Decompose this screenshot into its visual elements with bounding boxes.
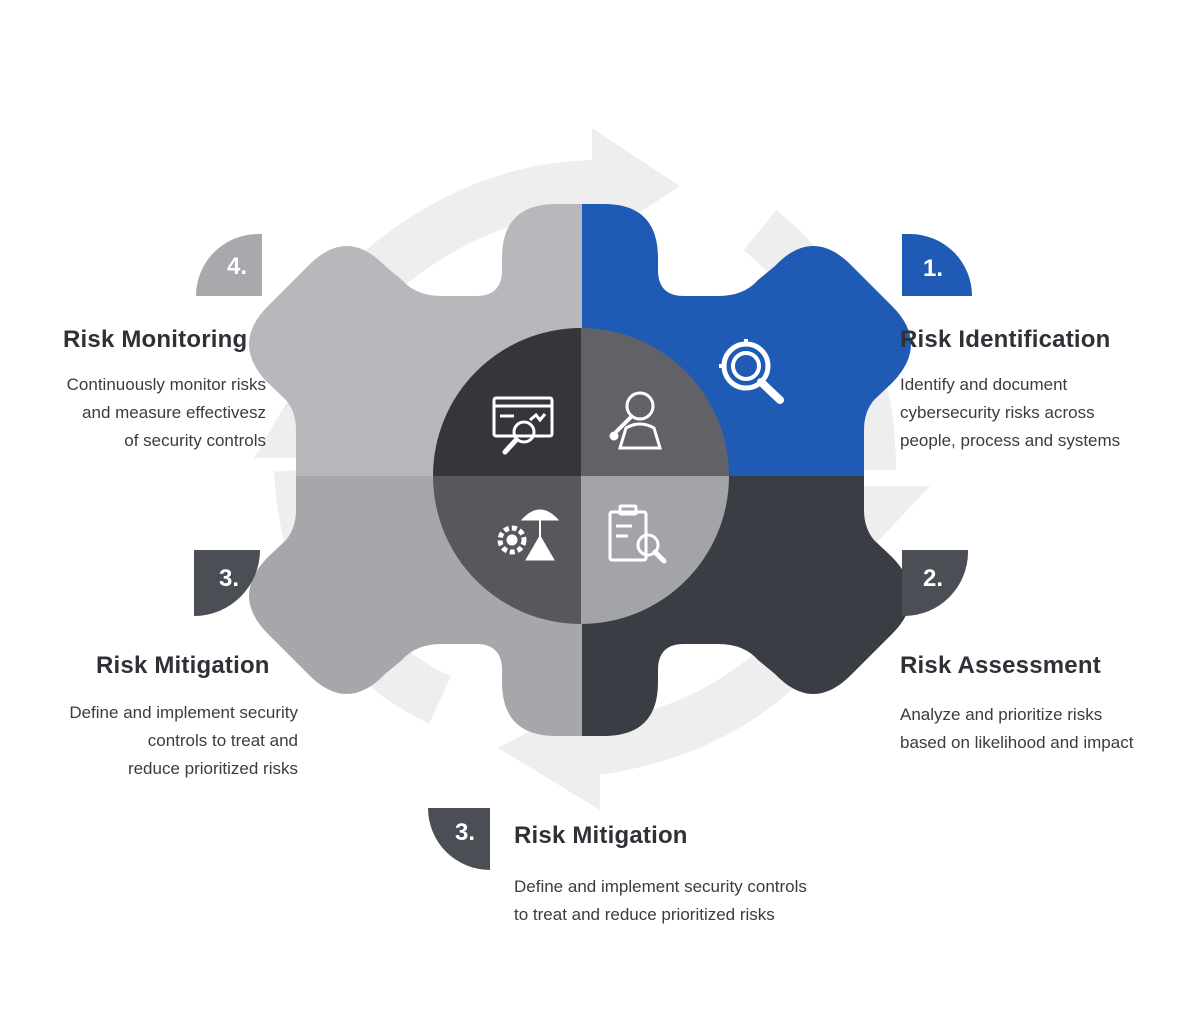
step-title-identification: Risk Identification xyxy=(900,326,1111,353)
step-number: 3. xyxy=(454,819,475,846)
arrow-top xyxy=(342,160,601,310)
desc-line: reduce prioritized risks xyxy=(127,759,298,778)
step-number: 1. xyxy=(922,255,943,282)
step-desc-identification: Identify and document cybersecurity risk… xyxy=(900,371,1120,455)
person-search-icon xyxy=(609,391,663,450)
monitor-search-icon xyxy=(492,396,554,455)
desc-line: people, process and systems xyxy=(900,431,1121,450)
inner-quadrant-top-right xyxy=(581,328,729,476)
step-number: 2. xyxy=(922,565,943,592)
step-title-mitigation-left: Risk Mitigation xyxy=(96,652,270,679)
magnifier-target-icon xyxy=(719,339,784,404)
step-desc-monitoring: Continuously monitor risks and measure e… xyxy=(67,371,266,455)
desc-line: Define and implement security controls xyxy=(514,877,807,896)
step-title-assessment: Risk Assessment xyxy=(900,652,1101,679)
desc-line: controls to treat and xyxy=(147,731,298,750)
step-desc-mitigation-bottom: Define and implement security controls t… xyxy=(514,873,807,929)
desc-line: Continuously monitor risks xyxy=(66,375,266,394)
clipboard-search-icon xyxy=(608,504,667,564)
desc-line: Define and implement security xyxy=(69,703,298,722)
gear-umbrella-icon xyxy=(497,509,560,561)
desc-line: Analyze and prioritize risks xyxy=(900,705,1103,724)
step-desc-assessment: Analyze and prioritize risks based on li… xyxy=(900,701,1133,757)
desc-line: of security controls xyxy=(124,431,266,450)
desc-line: Identify and document xyxy=(900,375,1068,394)
desc-line: to treat and reduce prioritized risks xyxy=(514,905,775,924)
step-number: 4. xyxy=(226,253,247,280)
desc-line: and measure effectivesz xyxy=(82,403,266,422)
step-title-monitoring: Risk Monitoring xyxy=(63,326,248,353)
step-title-mitigation-bottom: Risk Mitigation xyxy=(514,822,688,849)
step-number: 3. xyxy=(218,565,239,592)
inner-circle xyxy=(433,328,729,624)
desc-line: cybersecurity risks across xyxy=(900,403,1095,422)
step-desc-mitigation-left: Define and implement security controls t… xyxy=(69,699,298,783)
desc-line: based on likelihood and impact xyxy=(900,733,1134,752)
inner-quadrant-top-left xyxy=(433,328,581,476)
